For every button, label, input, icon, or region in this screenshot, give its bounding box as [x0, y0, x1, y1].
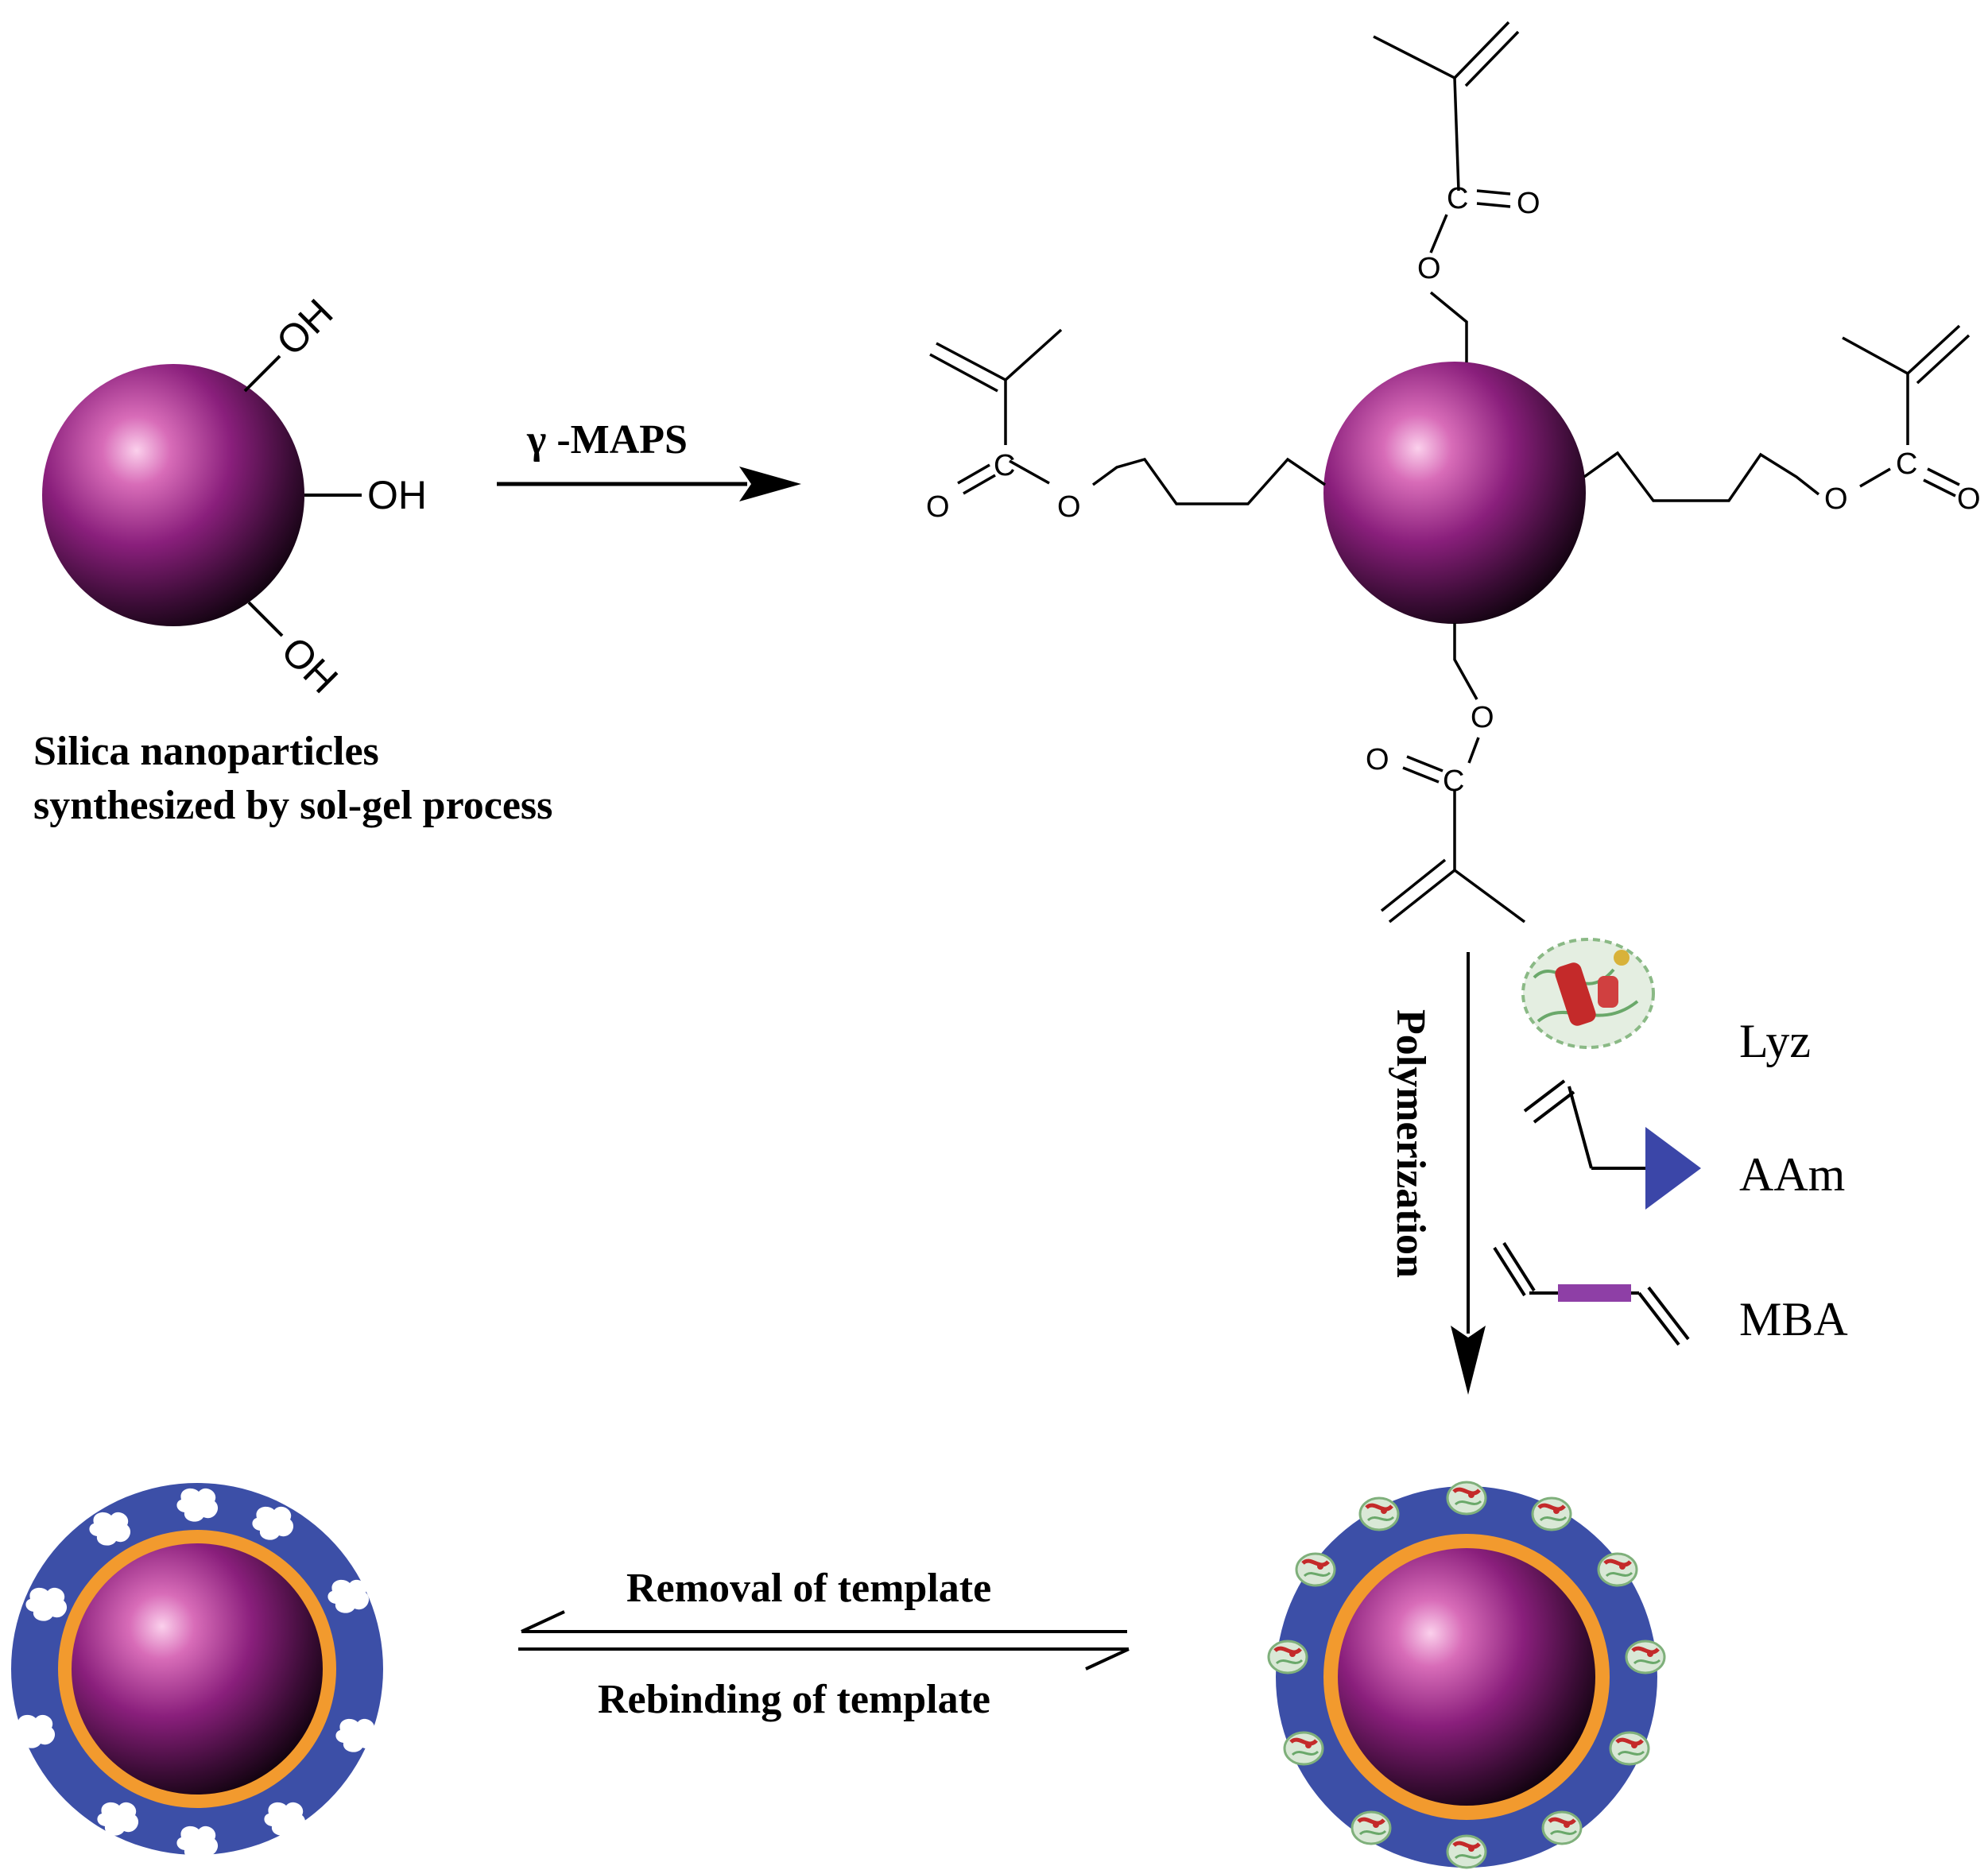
methacrylate-chain-bottom: [1380, 623, 1526, 923]
maps-reaction-arrow: [497, 467, 801, 501]
oh-label-middle: OH: [367, 473, 427, 517]
lyz-protein-icon: [1521, 938, 1655, 1049]
mip-particle-template-bound: [1269, 1482, 1664, 1868]
polymerization-label: Polymerization: [1388, 1009, 1433, 1278]
atom-c-top: C: [1447, 182, 1468, 215]
rebinding-label: Rebinding of template: [598, 1677, 990, 1722]
equilibrium-arrows: [518, 1610, 1130, 1671]
silica-particle-bare: OH OH OH: [42, 291, 427, 702]
oh-bond-bottom: [247, 601, 284, 637]
reagent-label: γ -MAPS: [526, 417, 688, 463]
caption-line-2: synthesized by sol-gel process: [33, 783, 552, 828]
atom-o-top-ester: O: [1417, 252, 1441, 285]
atom-o-left-ester: O: [1057, 490, 1081, 524]
atom-o-bottom-carbonyl: O: [1366, 743, 1389, 776]
methacrylate-chain-right: [1583, 324, 1971, 502]
oh-bond-top: [243, 354, 281, 393]
polymerization-arrow: [1451, 952, 1486, 1395]
methacrylate-chain-top: [1373, 21, 1520, 362]
atom-c-left: C: [994, 449, 1015, 482]
atom-c-right: C: [1896, 447, 1917, 481]
atom-o-left-carbonyl: O: [926, 490, 950, 524]
methacrylate-chain-left: [929, 328, 1326, 505]
legend-aam-label: AAm: [1739, 1148, 1845, 1201]
oh-label-bottom: OH: [273, 628, 347, 702]
oh-label-top: OH: [268, 291, 342, 365]
caption-line-1: Silica nanoparticles: [33, 729, 379, 774]
atom-c-bottom: C: [1443, 765, 1464, 798]
aam-monomer-icon: [1523, 1079, 1701, 1210]
removal-label: Removal of template: [626, 1566, 991, 1611]
mip-particle-template-removed: [11, 1483, 383, 1860]
atom-o-right-ester: O: [1824, 482, 1848, 516]
maps-modified-particle: O C O O C O O C O: [926, 21, 1981, 923]
mba-crosslinker-icon: [1493, 1241, 1690, 1346]
atom-o-bottom-ester: O: [1471, 701, 1494, 734]
legend-lyz-label: Lyz: [1739, 1015, 1811, 1067]
atom-o-top-carbonyl: O: [1517, 187, 1540, 220]
atom-o-right-carbonyl: O: [1957, 482, 1981, 516]
legend-mba-label: MBA: [1739, 1293, 1848, 1345]
